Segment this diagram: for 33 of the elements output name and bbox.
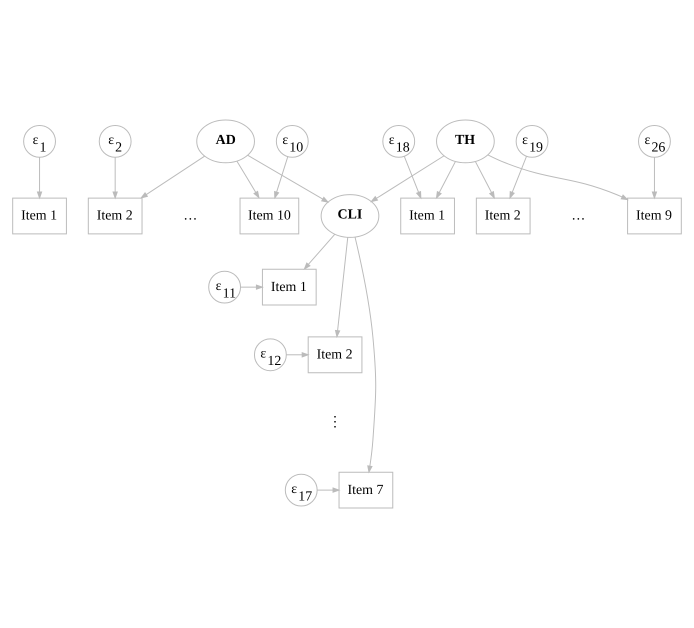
arrow [303, 234, 336, 270]
node-box: Item 7 [338, 472, 394, 509]
node-box: Item 10 [240, 198, 300, 234]
arrow [316, 487, 340, 493]
arrow [370, 155, 444, 202]
arrow [36, 156, 42, 200]
node-ellipse: AD [196, 119, 255, 164]
arrow [240, 284, 264, 290]
arrow [509, 156, 527, 200]
node-ellipse: TH [436, 119, 495, 164]
arrow [488, 154, 629, 200]
arrow [652, 156, 658, 200]
arrow [404, 156, 422, 200]
arrow [354, 236, 376, 474]
node-box: Item 2 [308, 336, 362, 374]
arrow [112, 156, 118, 200]
arrow [247, 154, 330, 203]
arrow [475, 161, 496, 200]
node-box: Item 2 [476, 198, 531, 234]
label: … [571, 208, 586, 224]
arrow [274, 156, 288, 200]
node-box: Item 1 [262, 268, 317, 306]
arrow [334, 236, 348, 338]
node-box: Item 1 [12, 198, 67, 234]
node-box: Item 2 [88, 198, 143, 234]
label: … [183, 208, 198, 224]
arrow [436, 161, 456, 200]
arrow [286, 352, 310, 358]
arrow [236, 160, 260, 199]
node-box: Item 9 [627, 198, 682, 234]
node-box: Item 1 [400, 198, 455, 234]
arrow [140, 156, 206, 199]
label: ⋮ [328, 415, 342, 430]
